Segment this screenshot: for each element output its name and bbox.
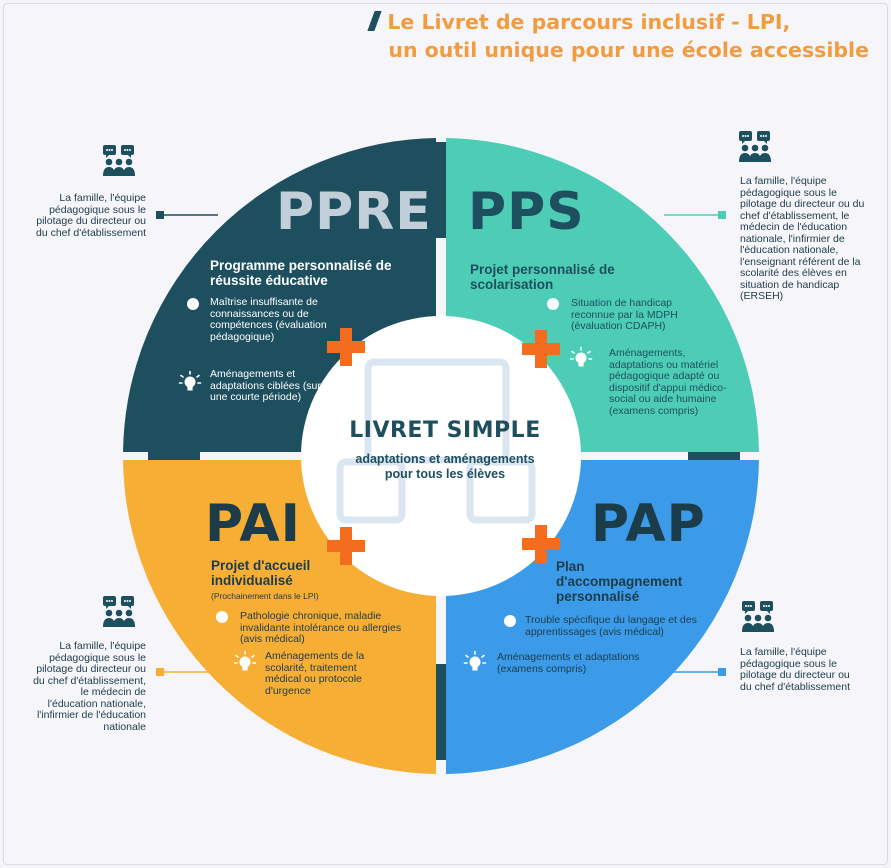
title-line-2: un outil unique pour une école accessibl…: [388, 38, 869, 62]
ppre-item-2: Aménagements et adaptations ciblées (sur…: [210, 368, 321, 403]
center-watermark: [336, 358, 536, 524]
pai-item-2: Aménagements de la scolarité, traitement…: [265, 650, 365, 697]
people-speech-icon-pap: [742, 601, 774, 632]
bullet-dot-icon: [187, 298, 199, 310]
pai-acronym: PAI: [205, 494, 301, 554]
pps-acronym: PPS: [468, 182, 585, 242]
ppre-acronym: PPRE: [276, 182, 432, 242]
ppre-item-1: Maîtrise insuffisante de connaissances o…: [210, 296, 327, 343]
pap-name: Plan d'accompagnement personnalisé: [556, 559, 683, 604]
pai-note: (Prochainement dans le LPI): [211, 591, 319, 601]
pai-name: Projet d'accueil individualisé: [211, 558, 311, 588]
connector-ppre: [156, 211, 218, 219]
top-gap-marker: [436, 142, 446, 238]
pap-item-1: Trouble spécifique du langage et des app…: [525, 614, 697, 638]
center-title: LIVRET SIMPLE: [349, 418, 541, 443]
ppre-name: Programme personnalisé de réussite éduca…: [210, 258, 392, 288]
bottom-gap-marker: [436, 664, 446, 760]
connector-pai: [156, 668, 218, 676]
page-title: Le Livret de parcours inclusif - LPI, un…: [367, 8, 869, 64]
bullet-dot-icon: [547, 298, 559, 310]
bullet-dot-icon: [504, 615, 516, 627]
connector-pps: [664, 211, 726, 219]
pai-item-1: Pathologie chronique, maladie invalidant…: [240, 610, 402, 645]
pps-name: Projet personnalisé de scolarisation: [470, 262, 615, 292]
pap-item-2: Aménagements et adaptations (examens com…: [497, 651, 640, 675]
pai-actors: La famille, l'équipe pédagogique sous le…: [33, 640, 146, 733]
pap-acronym: PAP: [591, 494, 706, 554]
bullet-dot-icon: [216, 611, 228, 623]
center-subtitle: adaptations et aménagements pour tous le…: [355, 452, 535, 481]
pps-item-1: Situation de handicap reconnue par la MD…: [571, 297, 678, 332]
pps-actors: La famille, l'équipe pédagogique sous le…: [740, 175, 865, 302]
people-speech-icon-pai: [103, 596, 135, 627]
ppre-actors: La famille, l'équipe pédagogique sous le…: [36, 192, 146, 239]
title-line-1: Le Livret de parcours inclusif - LPI,: [387, 10, 791, 34]
people-speech-icon-ppre: [103, 145, 135, 176]
people-speech-icon-pps: [739, 131, 771, 162]
right-gap-marker: [688, 452, 740, 460]
pps-item-2: Aménagements, adaptations ou matériel pé…: [609, 347, 727, 417]
pap-actors: La famille, l'équipe pédagogique sous le…: [740, 646, 850, 693]
connector-pap: [664, 668, 726, 676]
left-gap-marker: [148, 452, 200, 460]
